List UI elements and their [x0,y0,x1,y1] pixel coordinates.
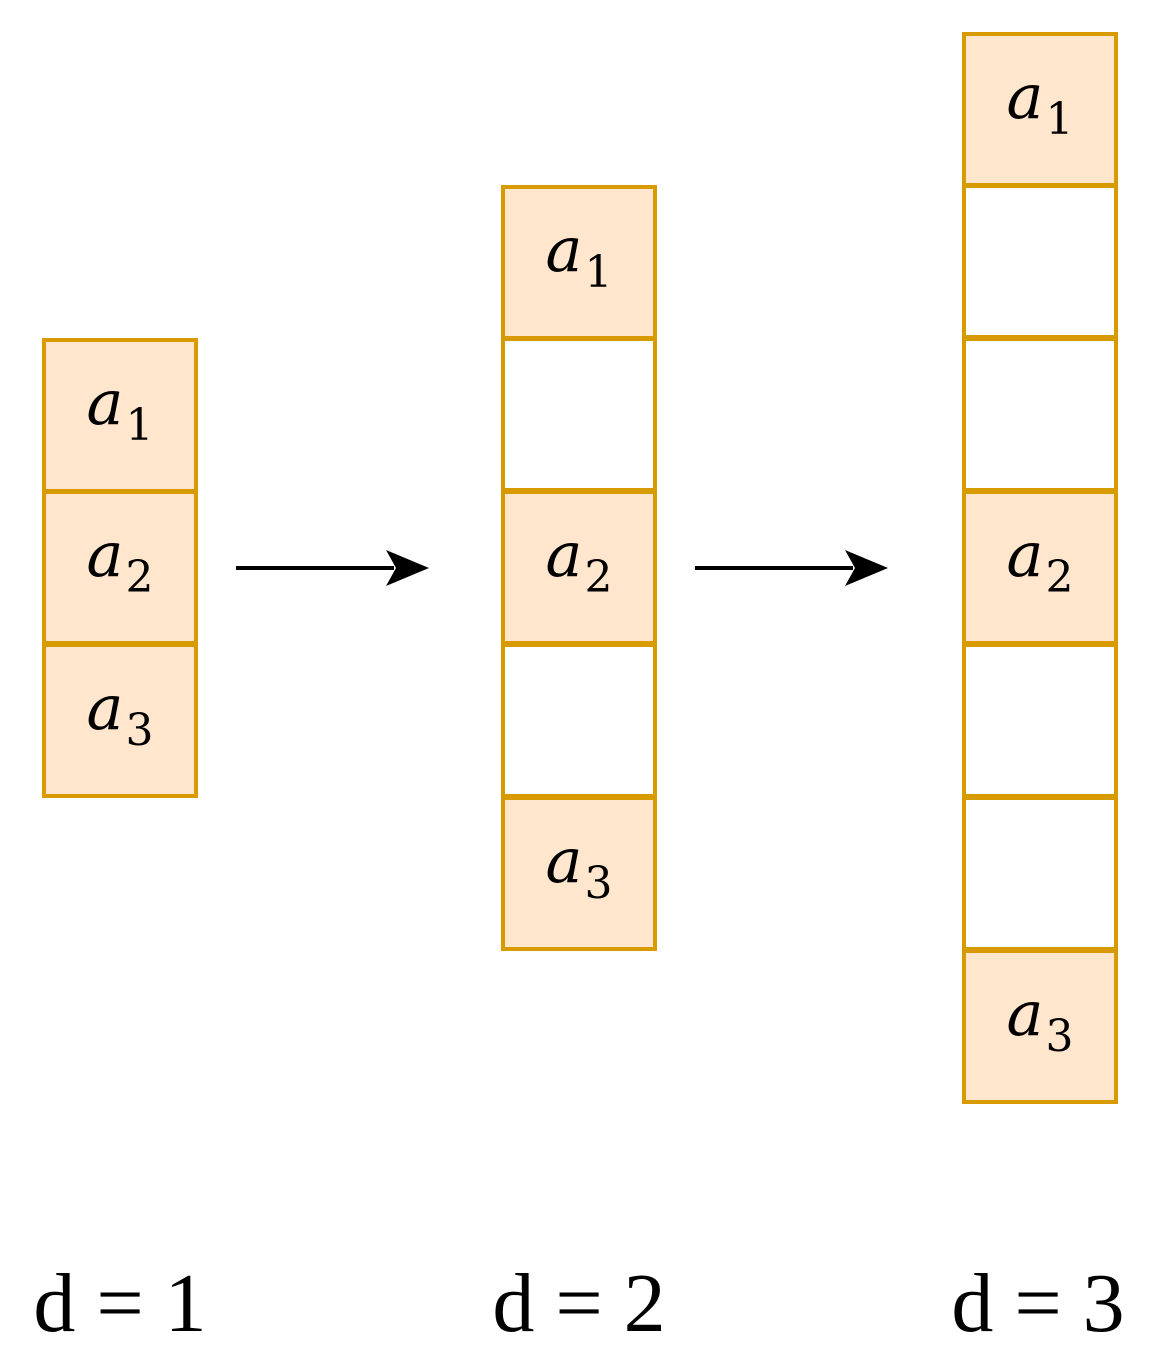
cell-label: a3 [86,670,154,756]
cell-label: a3 [545,823,613,909]
cell-empty [501,643,657,798]
dilation-label-d3: d = 3 [951,1257,1125,1350]
cell-label: a1 [86,365,154,451]
cell-empty [501,337,657,492]
cell-a1: a1 [42,338,198,493]
cell-a3: a3 [962,949,1118,1104]
cell-empty [962,643,1118,798]
cell-label: a3 [1006,976,1074,1062]
dilation-label-d2: d = 2 [492,1257,666,1350]
cell-label: a2 [545,517,613,603]
cell-a3: a3 [501,796,657,951]
arrow-right-icon [695,550,888,586]
cell-a2: a2 [42,490,198,645]
cell-a2: a2 [501,490,657,645]
arrow-right-icon [236,550,429,586]
cell-label: a2 [86,517,154,603]
cell-a1: a1 [962,32,1118,187]
cell-empty [962,796,1118,951]
cell-label: a2 [1006,517,1074,603]
cell-empty [962,184,1118,339]
cell-a1: a1 [501,185,657,340]
cell-label: a1 [1006,59,1074,145]
cell-a3: a3 [42,643,198,798]
cell-label: a1 [545,212,613,298]
dilation-label-d1: d = 1 [33,1257,207,1350]
cell-empty [962,337,1118,492]
cell-a2: a2 [962,490,1118,645]
